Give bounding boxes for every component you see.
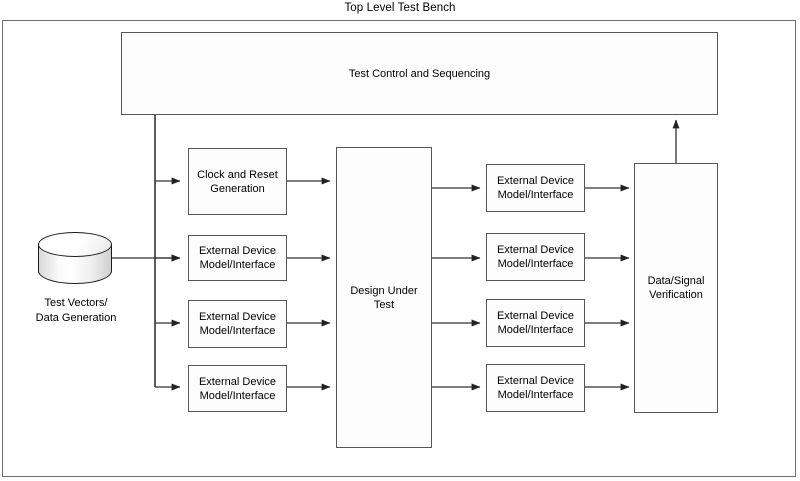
cylinder-top-ellipse bbox=[38, 232, 112, 257]
node-test-control-label: Test Control and Sequencing bbox=[348, 67, 491, 80]
node-left-1-label: External Device Model/Interface bbox=[198, 245, 277, 271]
node-right-1-label: External Device Model/Interface bbox=[496, 244, 575, 270]
node-left-3-label: External Device Model/Interface bbox=[198, 375, 277, 402]
node-left-2-label: External Device Model/Interface bbox=[198, 311, 277, 337]
node-dut-label: Design Under Test bbox=[350, 284, 418, 311]
diagram-title: Top Level Test Bench bbox=[344, 2, 456, 14]
node-test-control-and-sequencing[interactable]: Test Control and Sequencing bbox=[121, 32, 718, 115]
node-design-under-test[interactable]: Design Under Test bbox=[336, 147, 432, 448]
node-right-external-device-1[interactable]: External Device Model/Interface bbox=[486, 233, 585, 281]
node-right-2-label: External Device Model/Interface bbox=[496, 310, 575, 336]
node-data-store-label: Test Vectors/ Data Generation bbox=[35, 297, 117, 324]
node-right-external-device-2[interactable]: External Device Model/Interface bbox=[486, 299, 585, 347]
node-left-0-label: Clock and Reset Generation bbox=[197, 168, 278, 195]
node-verification-label: Data/Signal Verification bbox=[647, 275, 705, 301]
node-clock-and-reset-generation[interactable]: Clock and Reset Generation bbox=[188, 148, 287, 215]
node-left-external-device-2[interactable]: External Device Model/Interface bbox=[188, 300, 287, 348]
node-right-0-label: External Device Model/Interface bbox=[496, 175, 575, 201]
node-right-external-device-0[interactable]: External Device Model/Interface bbox=[486, 164, 585, 212]
node-left-external-device-1[interactable]: External Device Model/Interface bbox=[188, 235, 287, 281]
node-test-vectors-data-generation[interactable]: Test Vectors/ Data Generation bbox=[36, 232, 116, 324]
node-right-3-label: External Device Model/Interface bbox=[496, 375, 575, 401]
node-data-signal-verification[interactable]: Data/Signal Verification bbox=[634, 163, 718, 413]
node-right-external-device-3[interactable]: External Device Model/Interface bbox=[486, 364, 585, 412]
node-left-external-device-3[interactable]: External Device Model/Interface bbox=[188, 365, 287, 412]
